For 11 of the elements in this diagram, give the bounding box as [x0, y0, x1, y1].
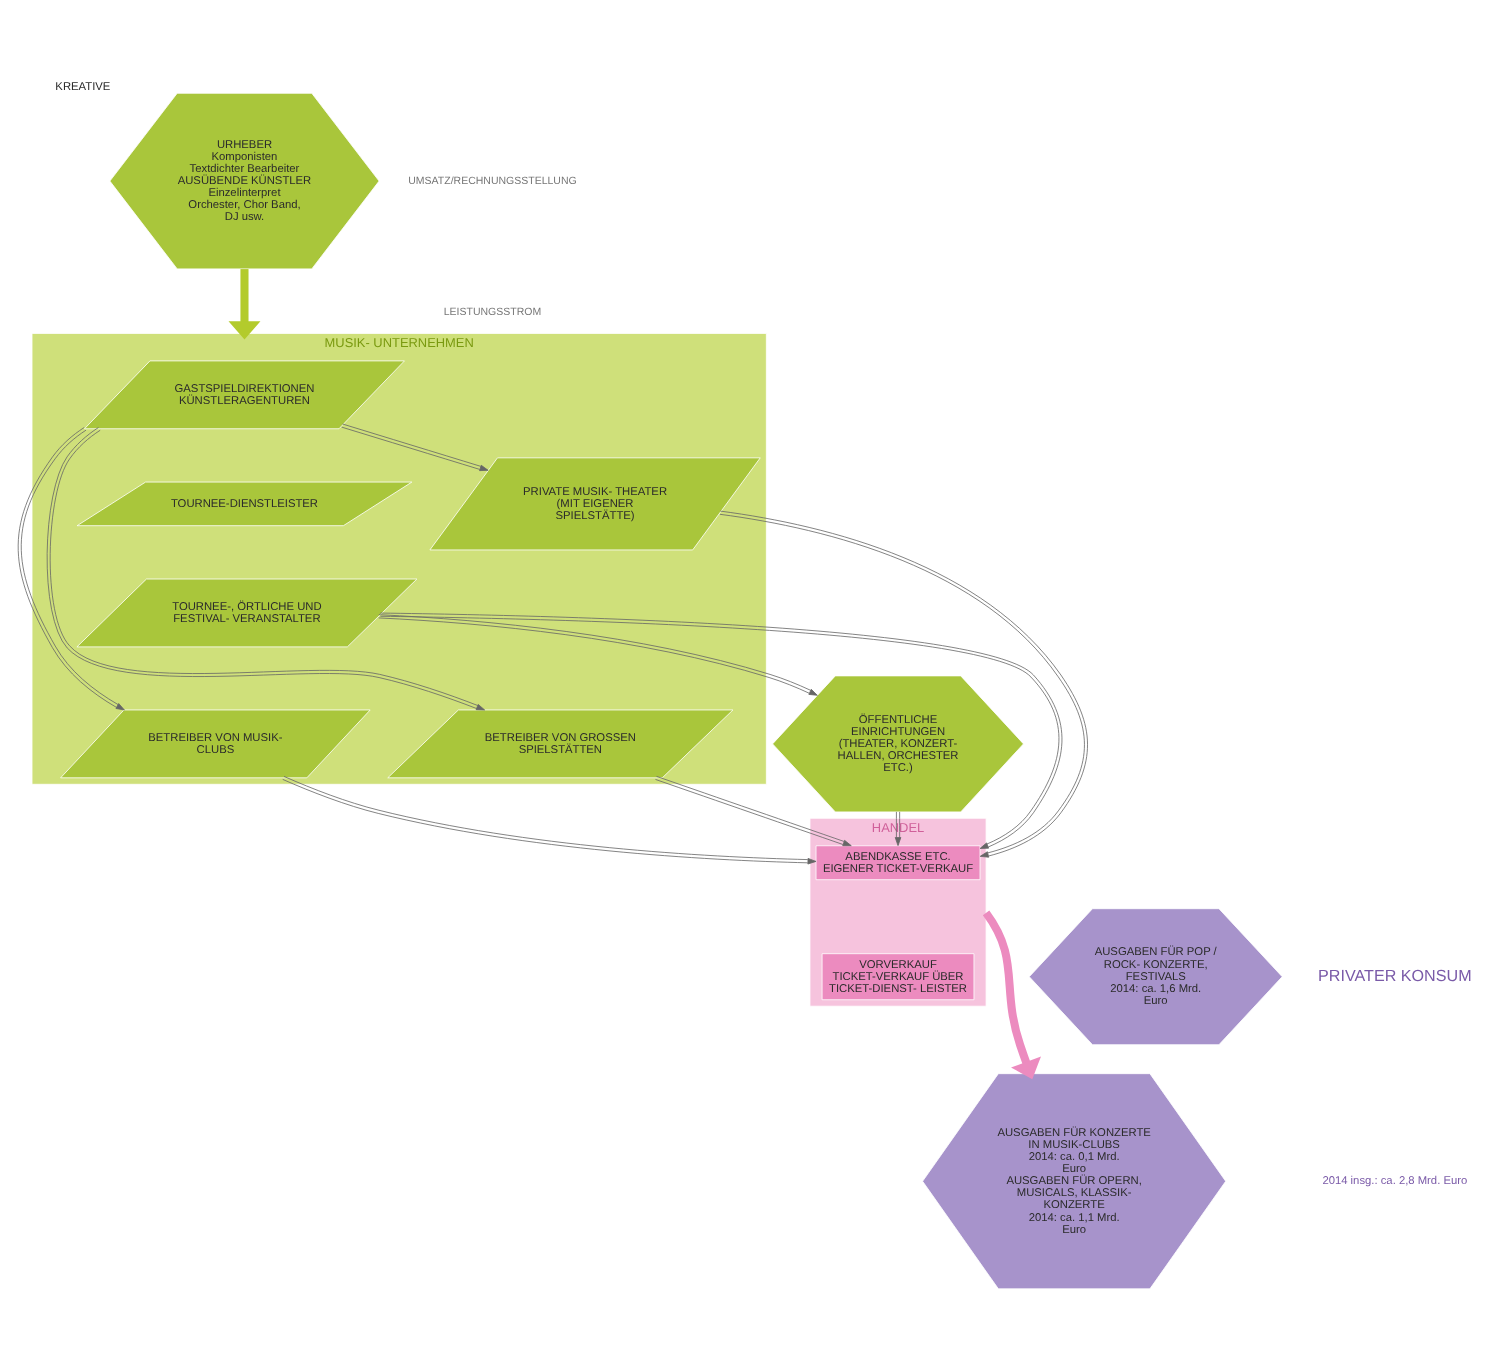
arrow	[982, 909, 1041, 1079]
arrow	[282, 775, 817, 864]
arrow	[46, 426, 486, 710]
arrow	[17, 426, 125, 710]
arrow	[228, 268, 261, 339]
label: PRIVATER KONSUM	[1318, 965, 1472, 984]
arrow	[719, 509, 1088, 857]
arrow	[379, 611, 1063, 848]
arrow	[378, 613, 818, 695]
arrow	[655, 774, 852, 846]
arrow	[341, 422, 489, 471]
